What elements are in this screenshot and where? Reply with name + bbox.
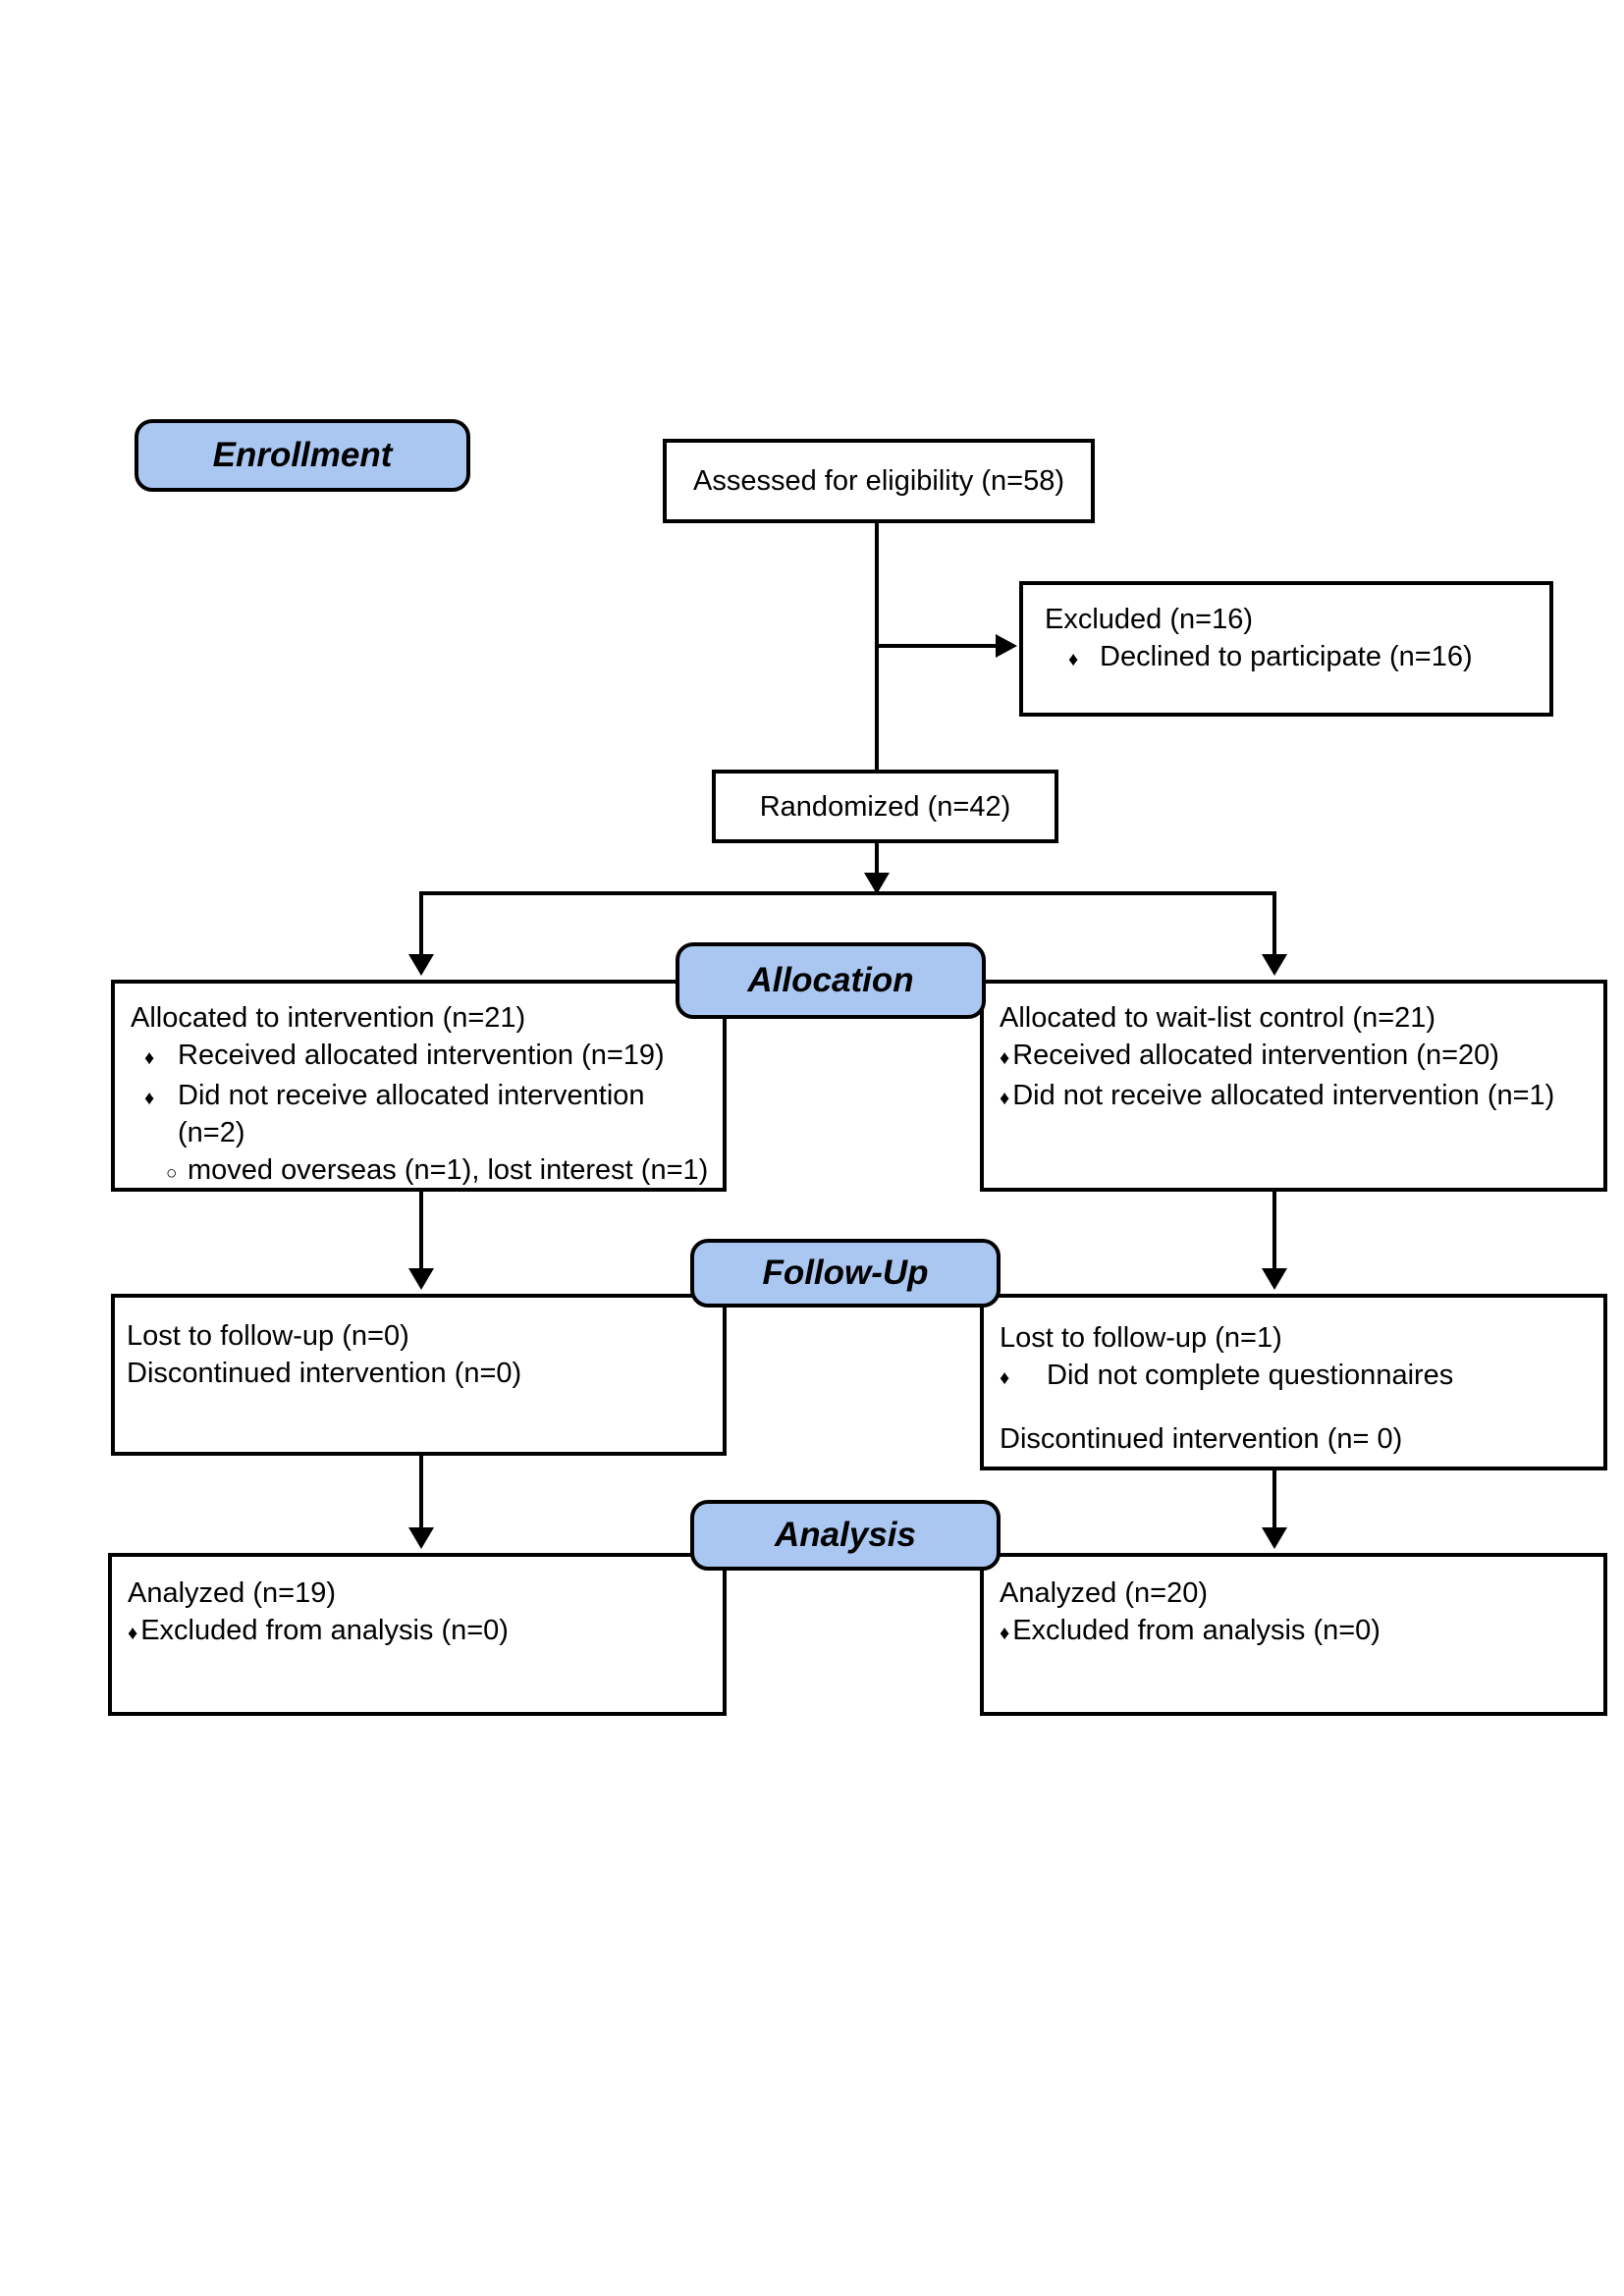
allocation-intervention-subbullet: moved overseas (n=1), lost interest (n=1… [188,1154,709,1186]
arrowhead-down-icon [1262,1527,1287,1549]
stage-label-followup-text: Follow-Up [762,1254,929,1292]
followup-control-line-2: Discontinued intervention (n= 0) [1000,1423,1403,1455]
diamond-bullet-icon: ♦ [1000,1047,1010,1069]
connector-followup-analysis-right [1272,1470,1276,1529]
analysis-control-bullet-1: Excluded from analysis (n=0) [1012,1615,1380,1646]
connector-alloc-followup-left [419,1192,423,1270]
arrowhead-right-icon [996,634,1017,658]
box-allocation-control: Allocated to wait-list control (n=21) ♦ … [980,980,1607,1192]
arrowhead-down-icon [408,954,434,976]
arrowhead-down-icon [408,1527,434,1549]
diamond-bullet-icon: ♦ [144,1047,155,1069]
allocation-intervention-bullet-1: Received allocated intervention (n=19) [178,1040,665,1071]
connector-followup-analysis-left [419,1456,423,1529]
box-analysis-control: Analyzed (n=20) ♦ Excluded from analysis… [980,1553,1607,1716]
circle-bullet-icon: ○ [166,1163,178,1184]
connector-randomized-split [875,841,879,877]
diamond-bullet-icon: ♦ [1000,1367,1010,1389]
box-assessed-eligibility: Assessed for eligibility (n=58) [663,439,1095,523]
allocation-control-bullet-1: Received allocated intervention (n=20) [1012,1040,1499,1071]
stage-label-allocation: Allocation [676,942,986,1019]
allocation-control-title: Allocated to wait-list control (n=21) [1000,1002,1436,1034]
allocation-intervention-bullet-2: Did not receive allocated intervention (… [178,1080,645,1148]
box-excluded: Excluded (n=16) ♦ Declined to participat… [1019,581,1553,717]
stage-label-enrollment: Enrollment [135,419,470,492]
connector-split-horizontal [419,891,1276,895]
stage-label-analysis-text: Analysis [775,1516,916,1554]
connector-branch-excluded [877,644,998,648]
allocation-intervention-title: Allocated to intervention (n=21) [131,1002,526,1034]
analysis-intervention-bullet-1: Excluded from analysis (n=0) [140,1615,509,1646]
analysis-control-title: Analyzed (n=20) [1000,1577,1208,1609]
stage-label-followup: Follow-Up [690,1239,1001,1308]
connector-split-alloc-left [419,891,423,956]
box-analysis-intervention: Analyzed (n=19) ♦ Excluded from analysis… [108,1553,727,1716]
connector-alloc-followup-right [1272,1192,1276,1270]
arrowhead-down-icon [1262,954,1287,976]
stage-label-analysis: Analysis [690,1500,1001,1571]
diamond-bullet-icon: ♦ [1000,1088,1010,1109]
diamond-bullet-icon: ♦ [1000,1623,1010,1644]
diamond-bullet-icon: ♦ [128,1623,138,1644]
followup-control-title: Lost to follow-up (n=1) [1000,1322,1282,1354]
allocation-control-bullet-2: Did not receive allocated intervention (… [1012,1080,1555,1111]
diamond-bullet-icon: ♦ [144,1088,155,1109]
connector-split-alloc-right [1272,891,1276,956]
stage-label-allocation-text: Allocation [747,961,914,999]
box-followup-intervention: Lost to follow-up (n=0) Discontinued int… [111,1294,727,1456]
followup-control-bullet-1: Did not complete questionnaires [1047,1360,1454,1391]
arrowhead-down-icon [408,1268,434,1290]
box-randomized: Randomized (n=42) [712,770,1058,843]
arrowhead-down-icon [1262,1268,1287,1290]
excluded-bullet-1: Declined to participate (n=16) [1100,641,1473,672]
followup-intervention-line-2: Discontinued intervention (n=0) [127,1358,522,1389]
arrowhead-down-icon [864,873,890,894]
analysis-intervention-title: Analyzed (n=19) [128,1577,336,1609]
excluded-title: Excluded (n=16) [1045,604,1253,635]
box-allocation-intervention: Allocated to intervention (n=21) ♦ Recei… [111,980,727,1192]
stage-label-enrollment-text: Enrollment [212,436,393,474]
box-randomized-text: Randomized (n=42) [759,790,1011,823]
followup-intervention-line-1: Lost to follow-up (n=0) [127,1320,409,1352]
box-followup-control: Lost to follow-up (n=1) ♦ Did not comple… [980,1294,1607,1470]
diamond-bullet-icon: ♦ [1068,649,1079,670]
box-assessed-eligibility-text: Assessed for eligibility (n=58) [693,465,1064,497]
